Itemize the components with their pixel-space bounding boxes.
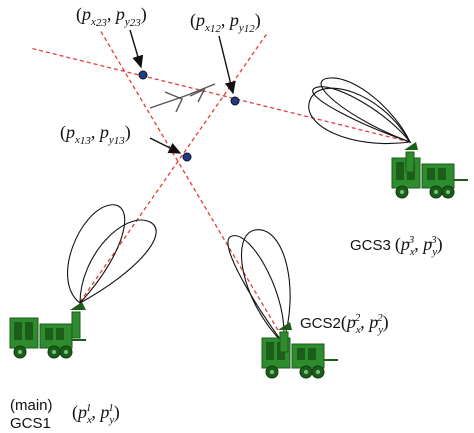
beam-gcs1 [67,204,157,304]
bearing-line-gcs3 [29,47,411,143]
label-gcs1-name: GCS1 [10,415,51,432]
antenna-beams [67,77,412,345]
label-gcs1-coords: (px1, py1) [72,402,120,426]
pointer-arrows [129,29,236,154]
intersection-node-13 [182,152,192,162]
label-gcs1-prefix: (main) [10,397,53,414]
label-gcs3: GCS3(px3, py3) [350,234,443,258]
arrow-to-node-12 [218,35,236,95]
arrow-to-node-23 [129,29,144,69]
intersection-node-23 [138,70,148,80]
label-point-13: (px13, py13) [60,122,131,147]
label-gcs2: GCS2(px2, py2) [300,312,389,336]
intersection-node-12 [230,96,240,106]
arrow-to-node-13 [149,137,182,154]
uav-icon [149,83,216,113]
truck-gcs3 [391,142,469,199]
truck-gcs2 [261,322,339,379]
truck-gcs1 [9,302,87,359]
bearing-lines [29,29,411,343]
label-point-23: (px23, py23) [76,4,147,29]
label-point-12: (px12, py12) [190,10,261,35]
bearing-line-gcs2 [99,29,286,343]
beam-gcs2 [227,229,291,345]
beam-gcs3 [308,77,412,144]
bearing-line-gcs1 [79,31,269,303]
